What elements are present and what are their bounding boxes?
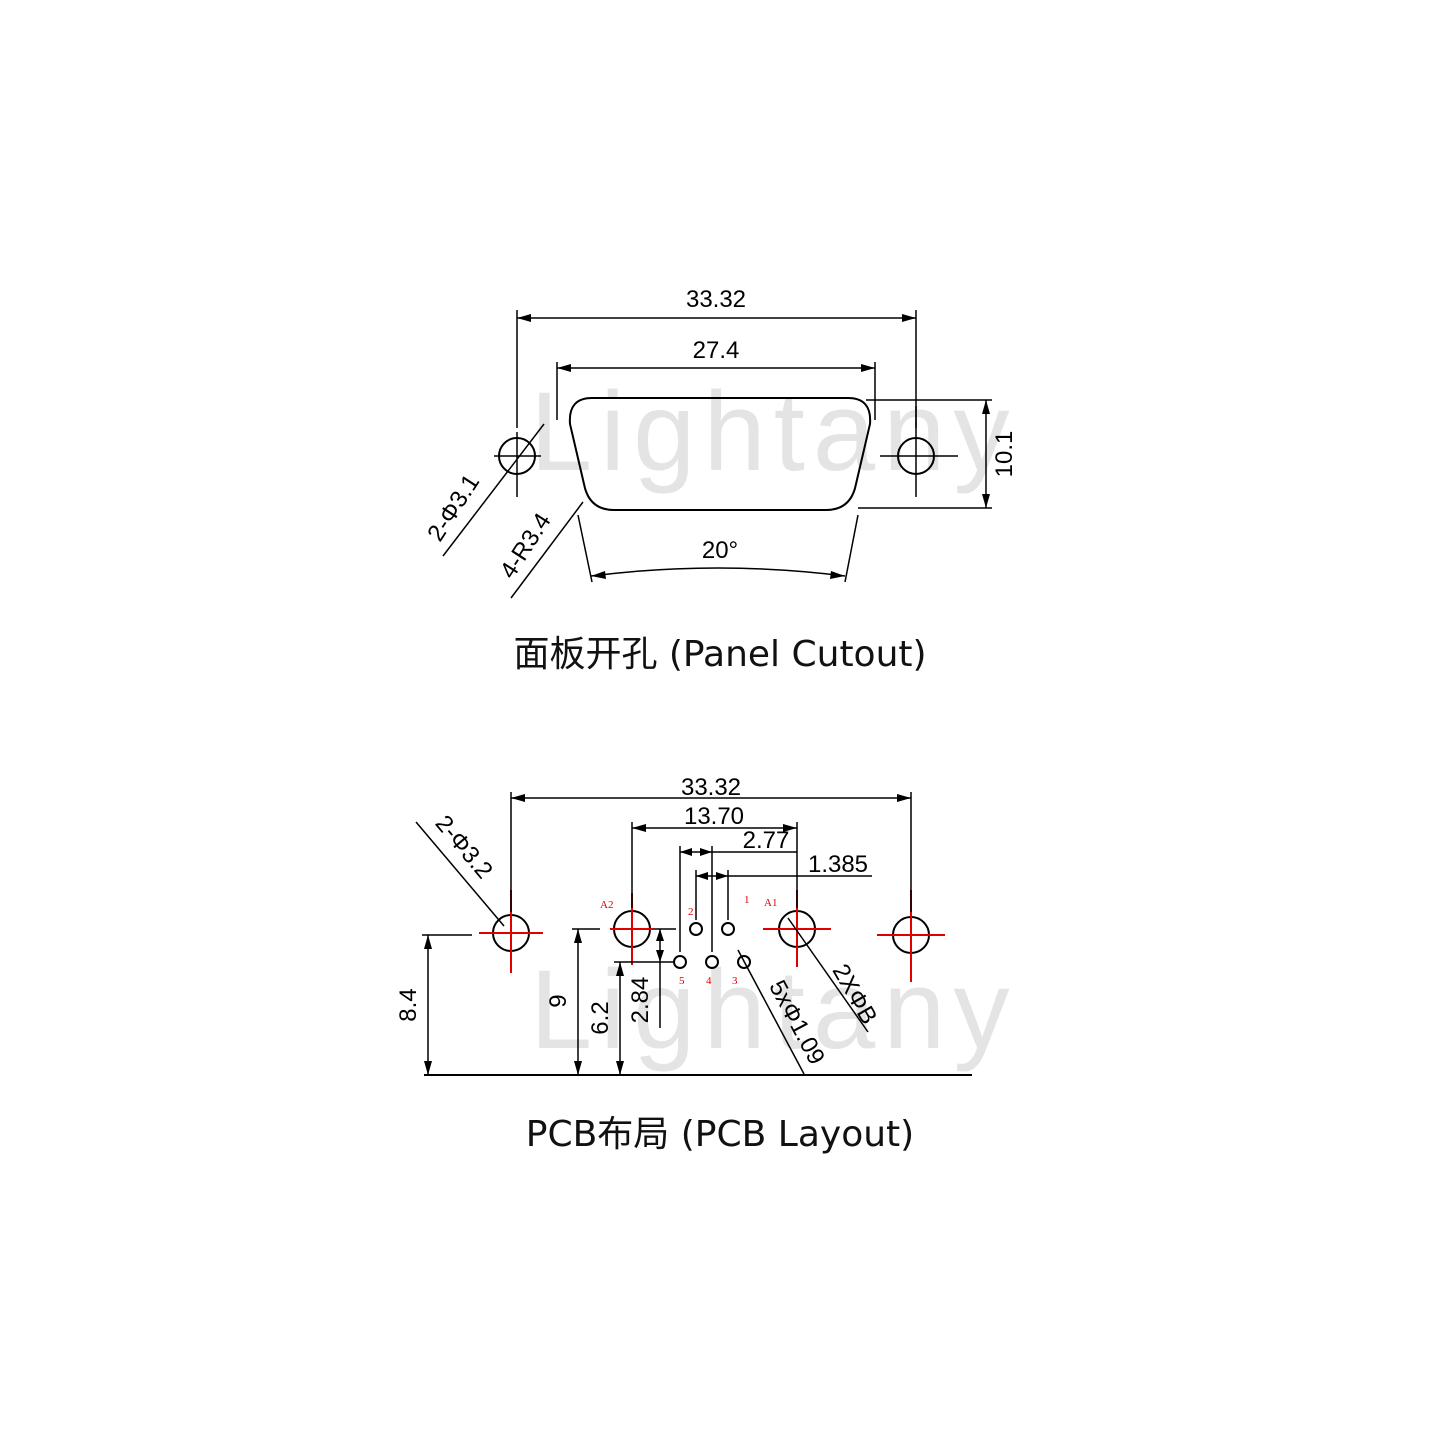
dim-overall-width: 33.32 — [686, 286, 746, 313]
dim-height: 10.1 — [991, 431, 1018, 478]
dsub-shell-outline — [568, 397, 872, 511]
angle-arc — [590, 567, 846, 577]
dim-pin-pitch: 1.385 — [808, 851, 868, 878]
pin-label-5: 5 — [679, 975, 685, 987]
arrowhead — [656, 929, 664, 941]
pin-label-2: 2 — [688, 906, 694, 918]
arrowhead — [632, 824, 646, 832]
panel-cutout-view: Lightany 33.32 27.4 10.1 2-Φ3.1 — [422, 286, 1018, 675]
arrowhead — [696, 872, 708, 880]
arrowhead — [574, 929, 582, 943]
pcb-layout-view: Lightany A2 A1 2 1 5 4 3 — [395, 774, 1009, 1155]
pin-hole-3 — [737, 955, 751, 969]
pin-hole-1 — [721, 922, 735, 936]
dim-coax-pitch: 13.70 — [684, 803, 744, 830]
leader-line — [787, 917, 869, 1033]
leader-line — [737, 949, 805, 1075]
arrowhead — [511, 794, 525, 802]
pin-label-a2: A2 — [600, 899, 613, 911]
arrowhead — [557, 364, 571, 372]
pin-label-1: 1 — [744, 894, 750, 906]
arrowhead — [616, 962, 624, 976]
dim-mount-height: 8.4 — [395, 988, 422, 1021]
dim-corner-radius: 4-R3.4 — [495, 508, 557, 583]
extension-line — [577, 514, 593, 583]
pin-hole-4 — [705, 955, 719, 969]
dim-hole-dia: 2-Φ3.1 — [422, 470, 485, 547]
dim-angle: 20° — [702, 537, 738, 564]
dim-coax-height: 9 — [545, 994, 572, 1007]
arrowhead — [783, 824, 797, 832]
arrowhead — [680, 848, 692, 856]
arrowhead — [574, 1061, 582, 1075]
arrowhead — [861, 364, 875, 372]
panel-cutout-caption: 面板开孔 (Panel Cutout) — [513, 634, 926, 675]
pin-label-3: 3 — [732, 975, 738, 987]
arrowhead — [517, 314, 531, 322]
arrowhead — [982, 400, 990, 414]
leader-line — [510, 501, 584, 599]
extension-line — [844, 514, 859, 583]
arrowhead — [616, 1061, 624, 1075]
dim-row2-height: 2.84 — [627, 977, 654, 1024]
arrowhead — [700, 848, 712, 856]
pin-label-a1: A1 — [764, 897, 777, 909]
arrowhead — [902, 314, 916, 322]
dim-shell-width: 27.4 — [693, 337, 740, 364]
pcb-layout-caption: PCB布局 (PCB Layout) — [526, 1114, 914, 1155]
dim-row1-height: 6.2 — [587, 1001, 614, 1034]
arrowhead — [424, 935, 432, 949]
arrowhead — [830, 571, 845, 579]
arrowhead — [424, 1061, 432, 1075]
leader-line — [415, 821, 505, 927]
watermark-top: Lightany — [530, 369, 1017, 494]
leader-line — [442, 423, 545, 557]
arrowhead — [716, 872, 728, 880]
arrowhead — [591, 571, 606, 579]
arrowhead — [897, 794, 911, 802]
dim-pin-span: 2.77 — [743, 827, 790, 854]
dim-hole-dia: 2-Φ3.2 — [430, 810, 498, 884]
pin-hole-2 — [689, 922, 703, 936]
arrowhead — [656, 950, 664, 962]
pin-label-4: 4 — [706, 975, 712, 987]
arrowhead — [982, 494, 990, 508]
dim-overall-width: 33.32 — [681, 774, 741, 801]
